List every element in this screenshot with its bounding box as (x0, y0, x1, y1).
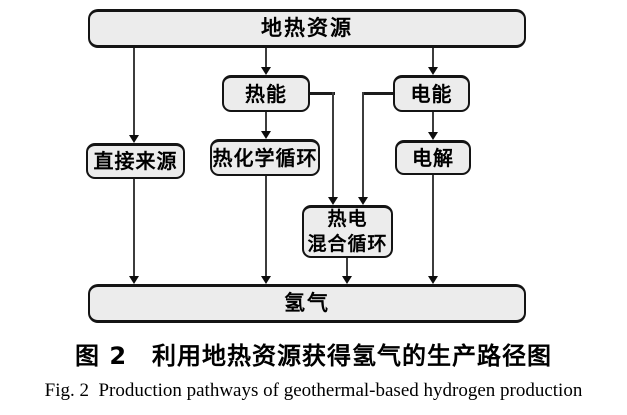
edge-thermal-energy-to-hybrid-cycle (332, 92, 334, 198)
edge-electric-energy-to-hybrid-cycle-arrowhead-icon (358, 197, 368, 205)
node-thermal-energy: 热能 (222, 75, 310, 112)
edge-electric-energy-to-hybrid-cycle-horizontal (362, 92, 393, 95)
edge-geothermal-to-electric-energy-arrowhead-icon (428, 67, 438, 75)
node-electric-energy: 电能 (393, 75, 470, 112)
node-direct-source: 直接来源 (86, 143, 185, 179)
edge-electrolysis-to-hydrogen (432, 175, 434, 277)
node-geothermal-resources: 地热资源 (88, 9, 526, 48)
node-electrolysis: 电解 (395, 140, 471, 175)
edge-thermal-energy-to-hybrid-cycle-arrowhead-icon (328, 197, 338, 205)
edge-thermochemical-cycle-to-hydrogen-arrowhead-icon (261, 276, 271, 284)
edge-thermal-energy-to-thermochemical-cycle-arrowhead-icon (261, 131, 271, 139)
figure-caption-chinese: 图 2 利用地热资源获得氢气的生产路径图 (74, 342, 553, 370)
edge-electric-energy-to-electrolysis (432, 112, 434, 134)
edge-geothermal-to-electric-energy (432, 48, 434, 68)
edge-electric-energy-to-hybrid-cycle (362, 92, 364, 198)
edge-geothermal-to-thermal-energy (265, 48, 267, 68)
figure-caption-english: Fig. 2 Production pathways of geothermal… (44, 380, 583, 401)
edge-hybrid-cycle-to-hydrogen (346, 258, 348, 277)
edge-thermal-energy-to-thermochemical-cycle (265, 112, 267, 133)
edge-electric-energy-to-electrolysis-arrowhead-icon (428, 132, 438, 140)
edge-geothermal-to-direct-source-arrowhead-icon (129, 135, 139, 143)
node-hybrid-cycle: 热电 混合循环 (302, 205, 393, 258)
edge-direct-source-to-hydrogen-arrowhead-icon (129, 276, 139, 284)
node-hydrogen: 氢气 (88, 284, 526, 323)
edge-hybrid-cycle-to-hydrogen-arrowhead-icon (342, 276, 352, 284)
edge-geothermal-to-direct-source (133, 48, 135, 136)
edge-geothermal-to-thermal-energy-arrowhead-icon (261, 67, 271, 75)
edge-electrolysis-to-hydrogen-arrowhead-icon (428, 276, 438, 284)
node-thermochemical-cycle: 热化学循环 (210, 139, 320, 176)
edge-thermochemical-cycle-to-hydrogen (265, 176, 267, 277)
edge-thermal-energy-to-hybrid-cycle-horizontal (310, 92, 335, 95)
edge-direct-source-to-hydrogen (133, 179, 135, 277)
